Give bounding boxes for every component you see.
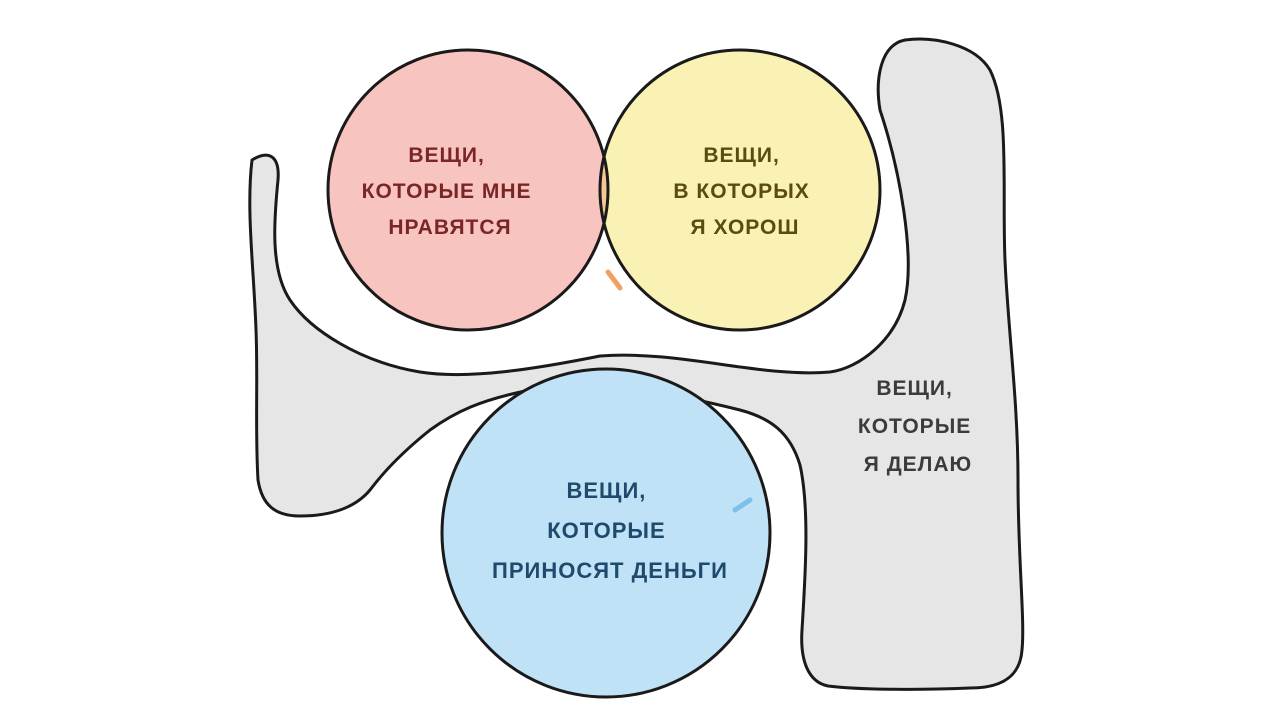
label-line: ВЕЩИ, [703,144,780,167]
blob-things-i-do [248,37,1025,691]
label-line: КОТОРЫЕ МНЕ [362,180,532,203]
circle-things-i-like-outline [326,48,610,332]
label-things-im-good-at: ВЕЩИ, В КОТОРЫХ Я ХОРОШ [673,144,816,239]
label-line: Я ХОРОШ [691,216,800,239]
circle-things-im-good-at [600,50,880,330]
label-line: В КОТОРЫХ [673,180,809,203]
label-line: ВЕЩИ, [876,377,953,400]
label-things-i-do: ВЕЩИ, КОТОРЫЕ Я ДЕЛАЮ [858,377,978,476]
label-line: НРАВЯТСЯ [388,216,511,239]
label-things-i-like: ВЕЩИ, КОТОРЫЕ МНЕ НРАВЯТСЯ [362,144,539,239]
label-line: Я ДЕЛАЮ [864,453,972,476]
label-things-that-make-money: ВЕЩИ, КОТОРЫЕ ПРИНОСЯТ ДЕНЬГИ [492,478,728,583]
label-line: КОТОРЫЕ [858,415,971,438]
circle-things-that-make-money [440,367,772,699]
circle-things-im-good-at-outline [598,48,882,332]
scribble-mark [732,497,753,513]
label-line: ПРИНОСЯТ ДЕНЬГИ [492,558,728,583]
scribble-mark [605,269,623,291]
label-line: ВЕЩИ, [408,144,485,167]
label-line: ВЕЩИ, [566,478,646,503]
circle-things-i-like [328,50,608,330]
label-line: КОТОРЫЕ [547,518,665,543]
